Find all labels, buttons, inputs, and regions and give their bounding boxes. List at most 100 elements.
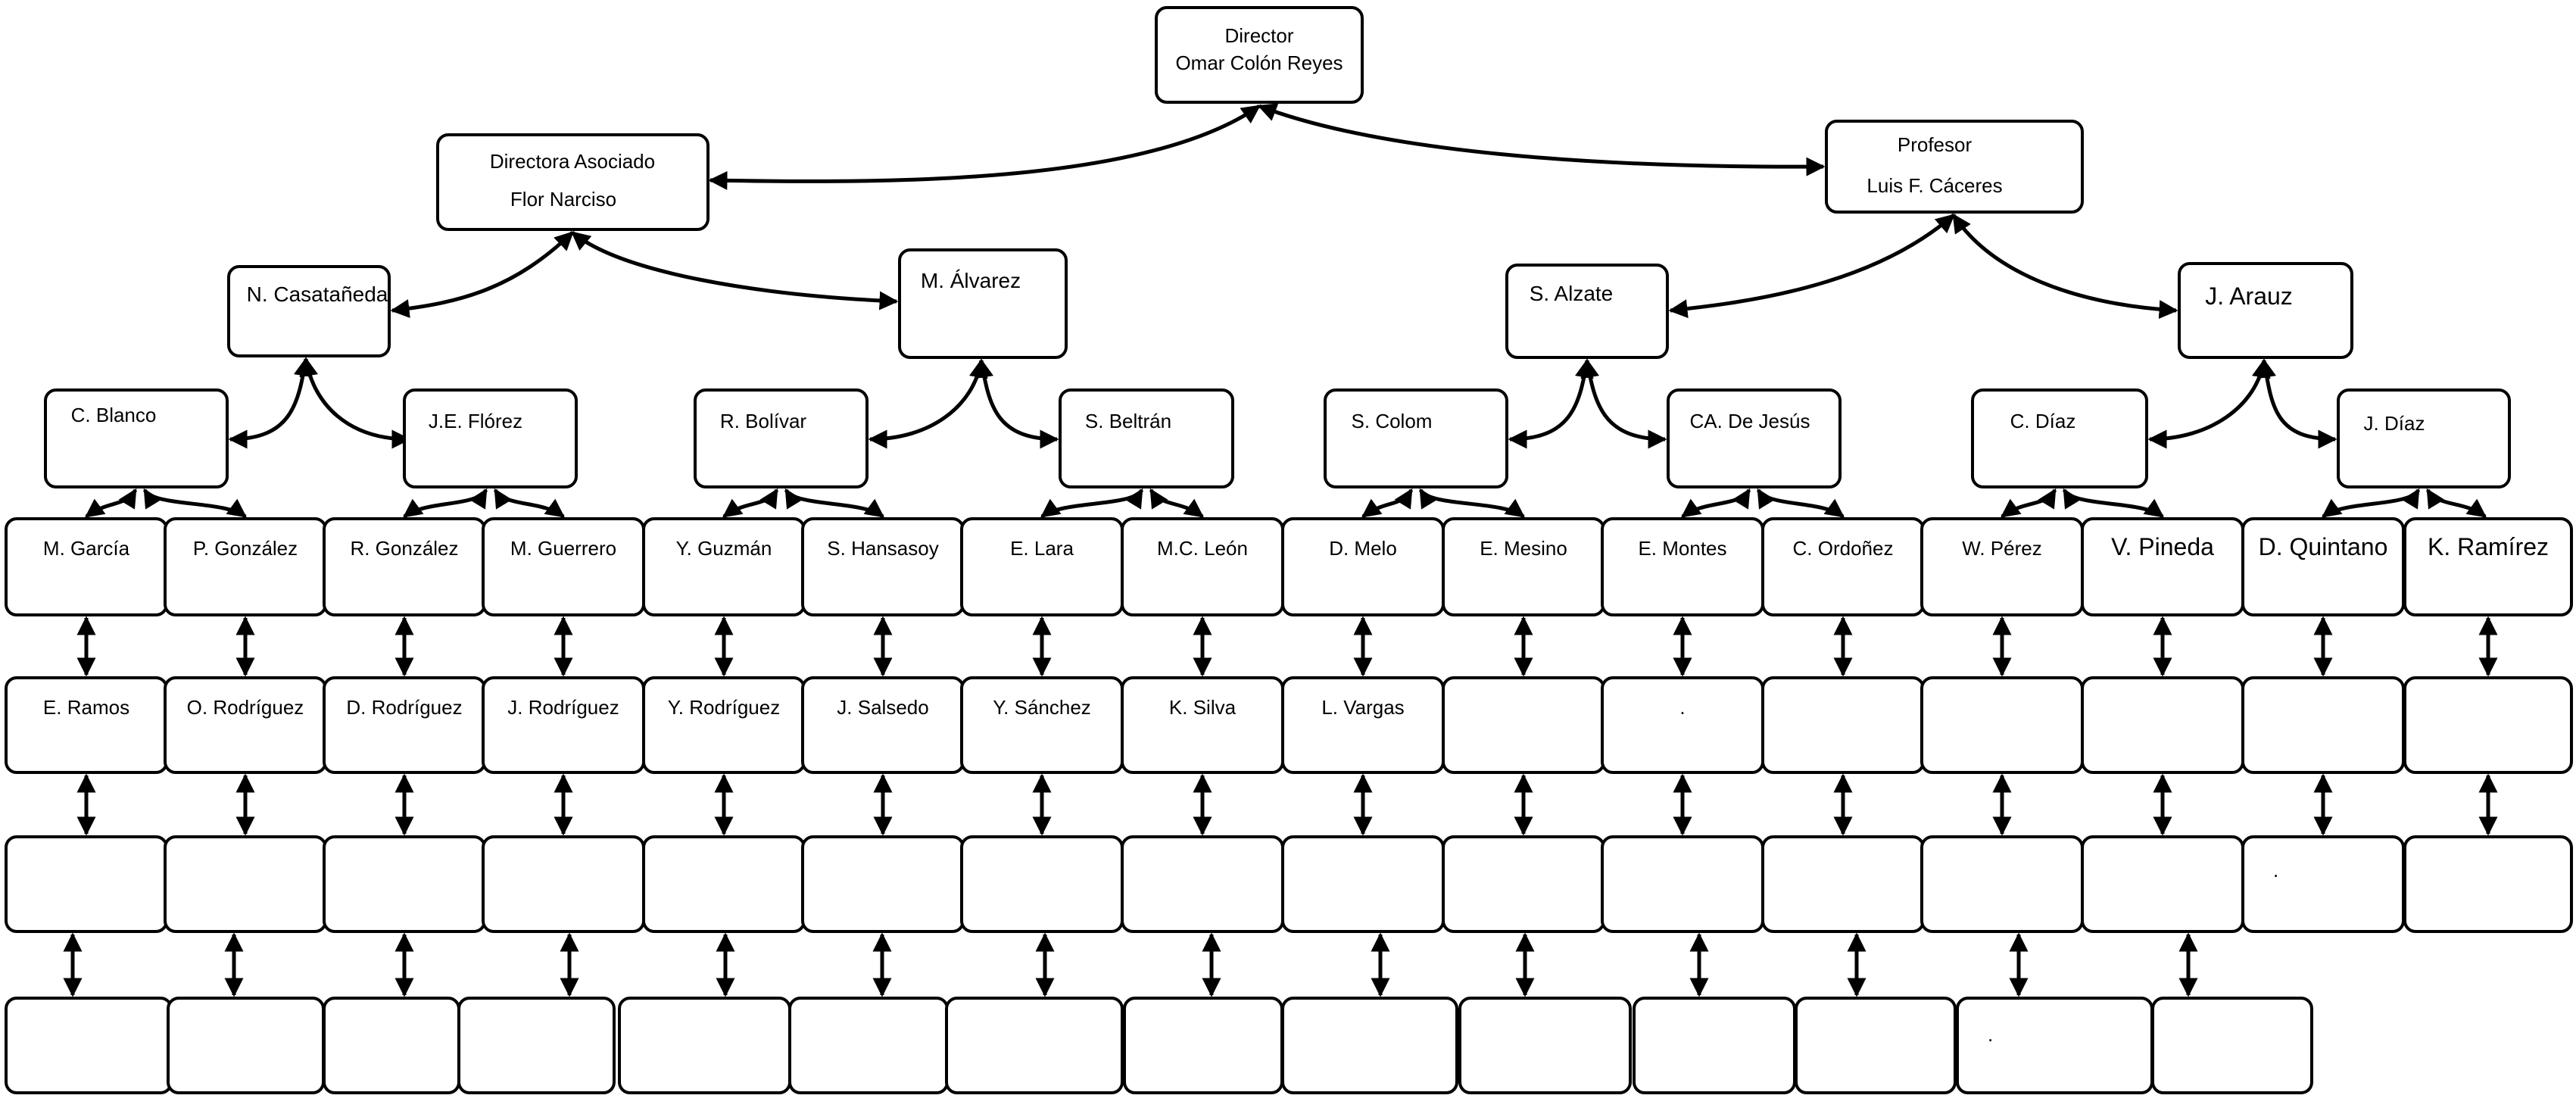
third-row-box-4-box: [482, 835, 645, 933]
second-row-box-9-box: [1281, 676, 1445, 774]
second-row-box-14-box: [2081, 676, 2244, 774]
fourth-row-box-6-box: [788, 997, 949, 1094]
fourth-row-box-13-label: .: [1988, 1023, 1993, 1046]
student-box-4-label: M. Guerrero: [510, 537, 616, 560]
student-box-3-box: [323, 517, 486, 616]
second-row-box-11-box: [1601, 676, 1764, 774]
fourth-row-box-10-box: [1458, 997, 1632, 1094]
connector-group6-right: [1756, 488, 1845, 519]
fourth-row-box-11: [1633, 997, 1796, 1094]
student-box-15: D. Quintano: [2241, 517, 2405, 616]
student-box-6: S. Hansasoy: [801, 517, 965, 616]
fourth-row-box-14: [2151, 997, 2313, 1094]
connector-alzate-left: [1508, 358, 1594, 449]
fourth-row-box-13-box: [1956, 997, 2153, 1094]
student-box-8-label: M.C. León: [1157, 537, 1248, 560]
connector-group7-right: [2062, 488, 2165, 519]
student-box-2: P. González: [164, 517, 327, 616]
node-jdiaz: J. Díaz: [2337, 388, 2511, 488]
node-beltran-box: [1059, 388, 1234, 488]
node-casataneda: N. Casatañeda: [227, 265, 391, 357]
third-row-box-16-box: [2403, 835, 2573, 933]
fourth-row-box-11-box: [1633, 997, 1796, 1094]
student-box-1-box: [5, 517, 168, 616]
second-row-box-11: .: [1601, 676, 1764, 774]
node-beltran-label: S. Beltrán: [1085, 410, 1171, 432]
node-alvarez: M. Álvarez: [898, 248, 1068, 359]
second-row-box-9-label: L. Vargas: [1321, 696, 1404, 719]
third-row-box-11-box: [1601, 835, 1764, 933]
connector-group3-right: [784, 488, 885, 519]
fourth-row-box-12-box: [1795, 997, 1957, 1094]
second-row-box-4-label: J. Rodríguez: [507, 696, 619, 719]
third-row-box-9-box: [1281, 835, 1445, 933]
node-jdiaz-label: J. Díaz: [2364, 412, 2425, 435]
connector-group3-left: [722, 488, 779, 519]
student-box-7: E. Lara: [960, 517, 1124, 616]
node-professor-box: [1825, 120, 2084, 214]
second-row-box-6-label: J. Salsedo: [837, 696, 928, 719]
node-colom-label: S. Colom: [1352, 410, 1433, 432]
third-row-box-16: [2403, 835, 2573, 933]
node-director-box: [1155, 6, 1364, 104]
node-associate-label: Flor Narciso: [510, 188, 616, 211]
connector-alzate-right: [1580, 358, 1667, 449]
second-row-box-5-label: Y. Rodríguez: [668, 696, 780, 719]
student-box-1: M. García: [5, 517, 168, 616]
student-box-9: D. Melo: [1281, 517, 1445, 616]
student-box-3-label: R. González: [350, 537, 458, 560]
third-row-box-7-box: [960, 835, 1124, 933]
fourth-row-box-8: [1123, 997, 1283, 1094]
node-dejesus-box: [1667, 388, 1842, 488]
fourth-row-box-5-box: [618, 997, 791, 1094]
student-box-11-box: [1601, 517, 1764, 616]
student-box-5: Y. Guzmán: [642, 517, 806, 616]
student-box-10: E. Mesino: [1442, 517, 1605, 616]
fourth-row-box-7: [945, 997, 1124, 1094]
student-box-16: K. Ramírez: [2403, 517, 2573, 616]
second-row-box-13-box: [1920, 676, 2084, 774]
connector-alvarez-right: [975, 358, 1059, 449]
third-row-box-3-box: [323, 835, 486, 933]
student-box-3: R. González: [323, 517, 486, 616]
connector-group1-right: [142, 488, 248, 519]
student-box-12-box: [1761, 517, 1925, 616]
second-row-box-16-box: [2403, 676, 2573, 774]
node-colom: S. Colom: [1324, 388, 1508, 488]
fourth-row-box-8-box: [1123, 997, 1283, 1094]
fourth-row-box-1-box: [5, 997, 173, 1094]
fourth-row-box-2-box: [167, 997, 325, 1094]
fourth-row-box-4-box: [457, 997, 616, 1094]
third-row-box-15: .: [2241, 835, 2405, 933]
node-casataneda-box: [227, 265, 391, 357]
connector-group7-left: [2000, 488, 2057, 519]
connector-group8-right: [2425, 488, 2487, 519]
node-director-label: Omar Colón Reyes: [1175, 51, 1343, 74]
second-row-box-12: [1761, 676, 1925, 774]
second-row-box-8-label: K. Silva: [1169, 696, 1237, 719]
third-row-box-9: [1281, 835, 1445, 933]
connector-group6-left: [1680, 488, 1751, 519]
student-box-12: C. Ordoñez: [1761, 517, 1925, 616]
fourth-row-box-13: .: [1956, 997, 2153, 1094]
second-row-box-15: [2241, 676, 2405, 774]
second-row-box-5: Y. Rodríguez: [642, 676, 806, 774]
student-box-13-label: W. Pérez: [1962, 537, 2041, 560]
node-blanco-box: [44, 388, 229, 488]
fourth-row-box-14-box: [2151, 997, 2313, 1094]
node-cdiaz: C. Díaz: [1971, 388, 2148, 488]
node-dejesus: CA. De Jesús: [1667, 388, 1842, 488]
connector-group1-left: [84, 488, 138, 519]
node-florez-label: J.E. Flórez: [429, 410, 522, 432]
third-row-box-14-box: [2081, 835, 2244, 933]
student-box-4: M. Guerrero: [482, 517, 645, 616]
fourth-row-box-10: [1458, 997, 1632, 1094]
student-box-8-box: [1121, 517, 1284, 616]
connector-professor-arauz: [1951, 213, 2178, 320]
third-row-box-2-box: [164, 835, 327, 933]
connector-arauz-right: [2257, 358, 2337, 449]
student-box-6-label: S. Hansasoy: [827, 537, 938, 560]
